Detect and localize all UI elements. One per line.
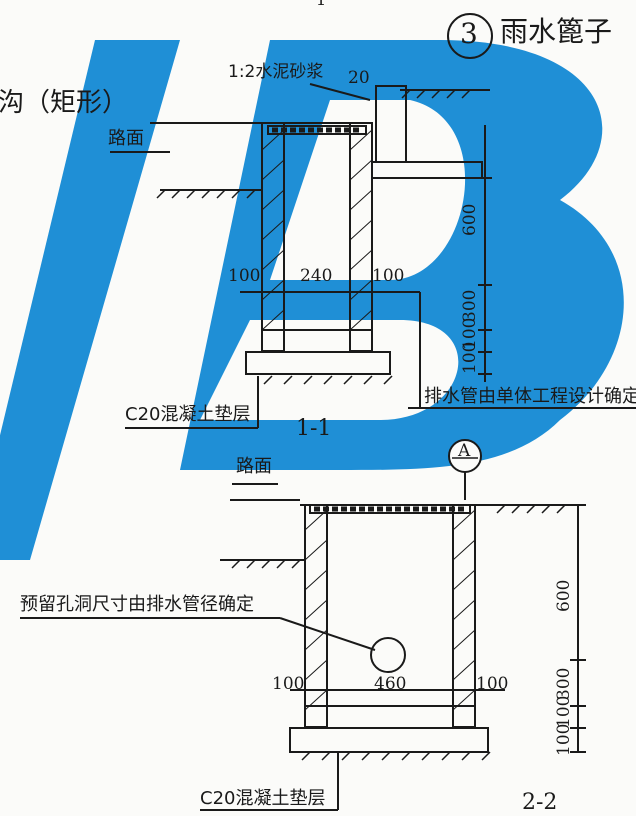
pipe-note: 排水管由单体工程设计确定 xyxy=(424,386,636,407)
hole-note: 预留孔洞尺寸由排水管径确定 xyxy=(20,594,254,615)
drawing-number-marker: 3 xyxy=(460,17,478,50)
road-label-2-2: 路面 xyxy=(236,456,272,477)
dim-top-20: 20 xyxy=(348,68,370,88)
detail-marker-a: A xyxy=(458,441,471,461)
dim-pad-100-2-2: 100 xyxy=(554,723,574,756)
drawing-title-left: 沟（矩形） xyxy=(0,88,129,118)
dim-wall-left-2-2: 100 xyxy=(272,674,305,694)
mortar-label: 1:2水泥砂浆 xyxy=(228,62,324,82)
dim-inner-1-1: 240 xyxy=(300,266,333,286)
section-label-1-1: 1-1 xyxy=(296,416,332,441)
pad-label-2-2: C20混凝土垫层 xyxy=(200,788,326,809)
dim-wall-right-1-1: 100 xyxy=(372,266,405,286)
road-label-1-1: 路面 xyxy=(108,128,144,149)
drawing-title-right: 雨水篦子 xyxy=(500,15,613,48)
dim-inner-2-2: 460 xyxy=(374,674,407,694)
dim-height-600-2-2: 600 xyxy=(554,579,574,612)
dim-height-600-1-1: 600 xyxy=(460,203,480,236)
section-label-2-2: 2-2 xyxy=(522,790,558,815)
dim-pad-100-1-1: 100 xyxy=(460,341,480,374)
dim-wall-right-2-2: 100 xyxy=(476,674,509,694)
dim-wall-left-1-1: 100 xyxy=(228,266,261,286)
pad-label-1-1: C20混凝土垫层 xyxy=(125,404,251,425)
page-mark: 1 xyxy=(316,0,326,8)
